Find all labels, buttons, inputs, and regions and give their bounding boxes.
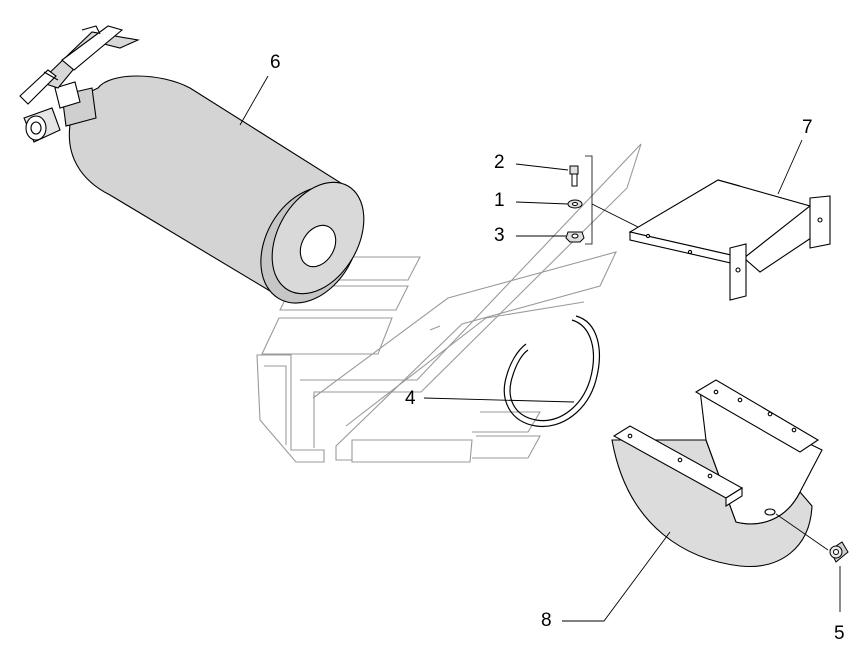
leader-1 [515, 201, 569, 205]
grommet-part [829, 541, 849, 563]
callout-7: 7 [802, 117, 813, 138]
leader-6 [239, 75, 269, 126]
leader-lines [239, 75, 841, 622]
callout-8: 8 [541, 610, 552, 631]
fire-extinguisher-part [19, 25, 365, 304]
bracket-part [628, 179, 831, 301]
leader-8 [562, 531, 671, 622]
callout-5: 5 [834, 623, 845, 644]
callout-6: 6 [270, 52, 281, 73]
leader-7 [777, 139, 803, 195]
bolt-part [569, 165, 579, 187]
callout-4: 4 [405, 388, 416, 409]
grommet-assembly-line [775, 513, 829, 551]
fastener-group-bracket [585, 155, 593, 245]
callout-2: 2 [494, 152, 505, 173]
fastener-assembly-line [591, 203, 641, 229]
nut-part [565, 231, 585, 243]
rubber-strip-part [503, 315, 600, 428]
callout-1: 1 [494, 190, 505, 211]
washer-part [567, 199, 583, 209]
leader-2 [515, 163, 569, 171]
callout-3: 3 [494, 225, 505, 246]
watermark-logo [256, 143, 642, 463]
cradle-holder-part [611, 379, 823, 568]
leader-4 [423, 397, 575, 403]
